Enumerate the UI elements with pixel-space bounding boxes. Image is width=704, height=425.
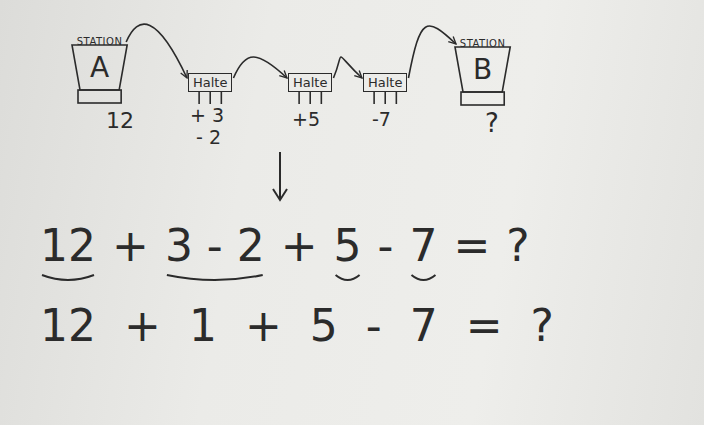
sign-board <box>72 45 127 90</box>
equation-term: 12 <box>40 300 96 351</box>
stop-name: Halte <box>288 73 332 92</box>
stop-sign: Halte <box>188 72 232 106</box>
equation-row: 12 +3 - 2 +5-7 =? <box>40 220 530 271</box>
equation-term: ? <box>506 220 529 271</box>
sign-leg <box>209 92 211 104</box>
sign-leg <box>221 92 223 104</box>
equation-row: 12 +1 +5-7 =? <box>40 300 554 351</box>
equation-term: 7 <box>409 220 437 271</box>
underline <box>336 275 360 280</box>
down-arrow <box>279 152 281 198</box>
sign-leg <box>373 92 375 104</box>
stop-sign: Halte <box>288 72 332 106</box>
sign-leg <box>384 92 386 104</box>
sign-leg <box>321 92 323 104</box>
underline <box>42 275 94 280</box>
value-label: -7 <box>372 108 391 130</box>
equation-term: ? <box>531 300 554 351</box>
station-sign: STATIONB <box>457 38 508 108</box>
equation-term: 3 - 2 <box>165 220 265 271</box>
station-heading: STATION <box>74 36 125 47</box>
equation-term: = <box>466 300 503 351</box>
stop-name: Halte <box>188 73 232 92</box>
sign-leg <box>396 92 398 104</box>
value-label: 12 <box>106 108 134 133</box>
equation-term: + <box>281 220 318 271</box>
value-label: - 2 <box>196 126 221 148</box>
route-arrow <box>333 57 362 78</box>
underline <box>411 275 435 280</box>
equation-term: 12 <box>40 220 96 271</box>
stop-name: Halte <box>363 73 407 92</box>
equation-term: + <box>112 220 149 271</box>
sign-leg <box>198 92 200 104</box>
equation-term: + <box>245 300 282 351</box>
down-arrow-head <box>273 189 287 200</box>
value-label: + 3 <box>190 104 224 126</box>
sign-base <box>78 90 121 103</box>
equation-term: 5 <box>310 300 338 351</box>
equation-term: = <box>453 220 490 271</box>
underline <box>167 275 263 280</box>
equation-term: - <box>366 300 382 351</box>
route-arrow <box>126 24 187 78</box>
station-heading: STATION <box>457 38 508 49</box>
sign-leg <box>298 92 300 104</box>
stop-sign: Halte <box>363 72 407 106</box>
sign-leg <box>309 92 311 104</box>
station-sign: STATIONA <box>74 36 125 106</box>
route-arrow <box>408 26 456 78</box>
value-label: +5 <box>292 108 320 130</box>
station-letter: A <box>74 47 125 90</box>
equation-term: - <box>378 220 394 271</box>
equation-term: 7 <box>410 300 438 351</box>
equation-term: 5 <box>334 220 362 271</box>
sign-base <box>461 92 504 105</box>
value-label: ? <box>485 108 499 138</box>
route-arrow <box>233 57 287 78</box>
station-letter: B <box>457 49 508 92</box>
equation-term: + <box>124 300 161 351</box>
equation-term: 1 <box>189 300 217 351</box>
sign-board <box>455 47 510 92</box>
